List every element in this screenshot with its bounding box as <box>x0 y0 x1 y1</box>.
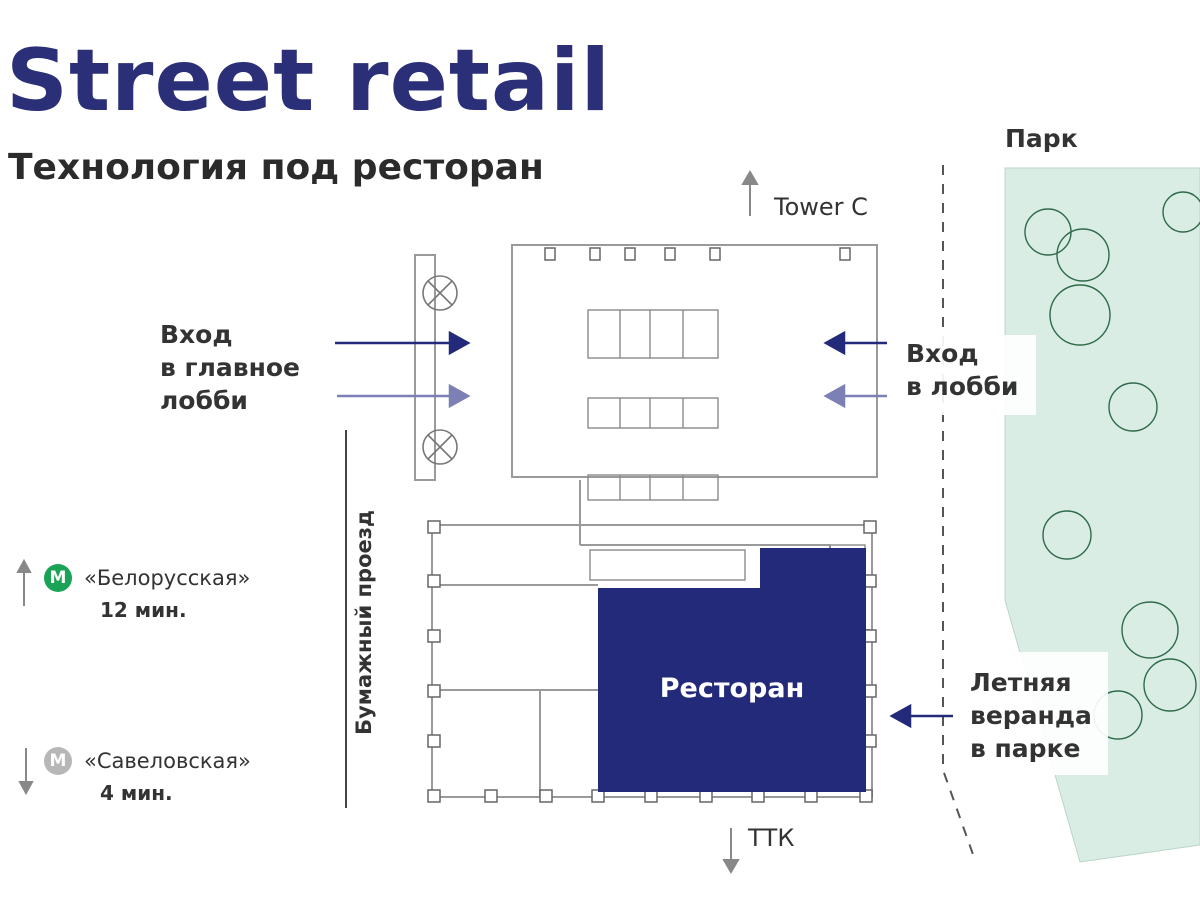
arrow-veranda <box>889 703 953 729</box>
arrow-lobby-2 <box>823 383 887 409</box>
metro-station-1: М «Белорусская» 12 мин. <box>44 564 250 622</box>
tree-icon <box>1049 284 1111 346</box>
road-label: Бумажный проезд <box>352 510 376 735</box>
park-label: Парк <box>1005 124 1078 153</box>
lobby-label: Вход в лобби <box>896 335 1037 415</box>
veranda-line-1: Летняя <box>970 668 1072 697</box>
tree-icon <box>1108 382 1158 432</box>
tree-icon <box>1162 191 1200 233</box>
lobby-line-1: Вход <box>906 339 979 368</box>
arrow-main-lobby <box>335 330 471 356</box>
park-boundary <box>942 165 976 861</box>
restaurant-label: Ресторан <box>659 673 805 704</box>
tower-label: Tower C <box>774 193 868 221</box>
arrow-metro-down <box>18 748 34 796</box>
main-lobby-line-3: лобби <box>160 386 248 415</box>
veranda-line-3: в парке <box>970 734 1081 763</box>
page-subtitle: Технология под ресторан <box>8 147 544 188</box>
metro-travel-time: 4 мин. <box>100 781 173 805</box>
metro-travel-time: 12 мин. <box>100 598 187 622</box>
arrow-ttk-down <box>722 828 740 874</box>
metro-icon: М <box>44 747 72 775</box>
tree-icon <box>1121 601 1179 659</box>
arrow-metro-up <box>16 558 32 606</box>
main-lobby-line-2: в главное <box>160 353 300 382</box>
arrow-lobby <box>823 330 887 356</box>
restaurant-block <box>598 548 866 792</box>
tower-outline <box>511 244 878 478</box>
lobby-line-2: в лобби <box>906 372 1019 401</box>
tree-icon <box>1143 658 1197 712</box>
main-lobby-label: Вход в главное лобби <box>160 318 300 417</box>
metro-station-name: «Белорусская» <box>84 566 251 590</box>
ttk-label: ТТК <box>748 824 795 852</box>
page-title: Street retail <box>6 31 612 131</box>
main-lobby-line-1: Вход <box>160 320 233 349</box>
veranda-label: Летняя веранда в парке <box>962 652 1108 775</box>
tree-icon <box>1056 228 1110 282</box>
metro-station-name: «Савеловская» <box>84 749 251 773</box>
arrow-tower-up <box>741 170 759 216</box>
metro-station-2: М «Савеловская» 4 мин. <box>44 747 251 805</box>
veranda-line-2: веранда <box>970 701 1092 730</box>
facade-left <box>414 254 436 481</box>
tree-icon <box>1042 510 1092 560</box>
arrow-main-lobby-2 <box>337 383 471 409</box>
metro-icon: М <box>44 564 72 592</box>
